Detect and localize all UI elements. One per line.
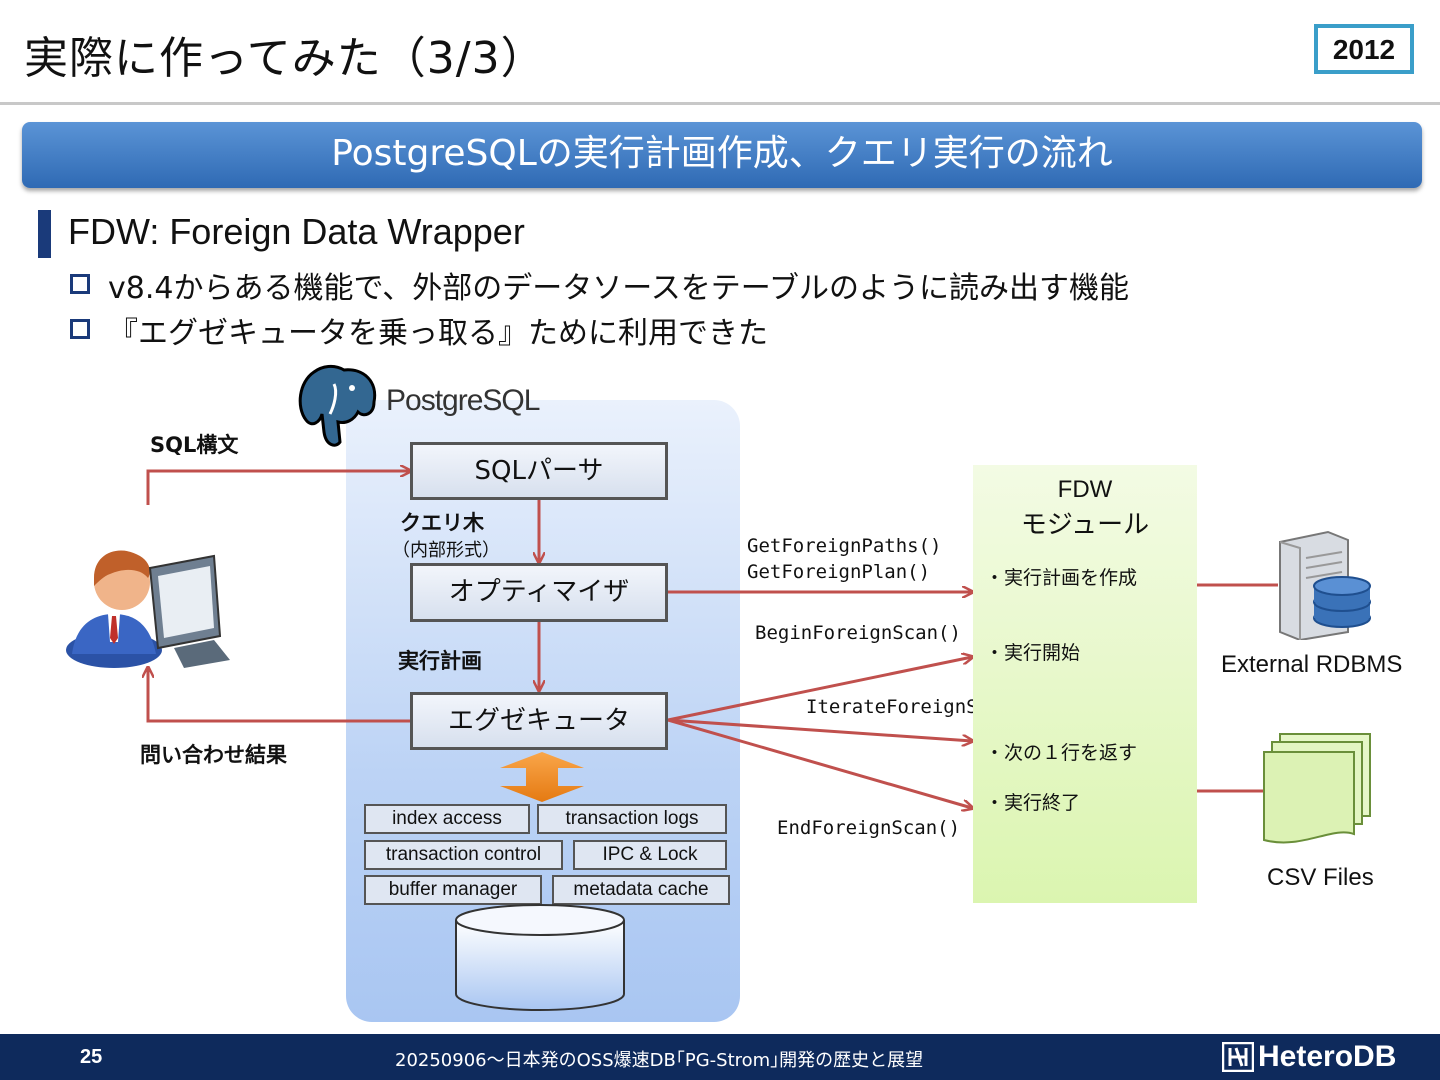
bullet-square-icon	[70, 319, 90, 339]
internal-module-box: transaction control	[364, 840, 563, 870]
external-rdbms-label: External RDBMS	[1221, 651, 1403, 678]
database-server-icon	[1279, 530, 1371, 640]
double-arrow-icon	[500, 752, 584, 802]
database-cylinder-icon	[455, 904, 625, 1011]
result-arrow	[148, 668, 410, 723]
sql-syntax-label: SQL構文	[150, 433, 239, 457]
fdw-subtitle: モジュール	[1020, 510, 1150, 540]
fdw-step: ・実行計画を作成	[985, 567, 1138, 589]
api-label: GetForeignPaths()	[747, 535, 942, 557]
executor-box: エグゼキュータ	[410, 692, 668, 750]
fdw-step: ・実行終了	[985, 792, 1081, 814]
query-tree-label: クエリ木	[400, 511, 484, 535]
api-label: GetForeignPlan()	[747, 561, 931, 583]
begin-scan-arrow	[667, 657, 972, 722]
api-label: EndForeignScan()	[777, 817, 961, 839]
slide-title: 実際に作ってみた（3/3）	[24, 33, 546, 84]
fdw-title: FDW	[1057, 476, 1113, 503]
heading-marker	[38, 210, 51, 258]
fdw-module-panel	[973, 465, 1197, 903]
fdw-step: ・実行開始	[985, 642, 1081, 664]
csv-files-icon	[1263, 733, 1371, 844]
iterate-scan-arrow	[667, 718, 972, 741]
internal-module-box: metadata cache	[552, 875, 730, 905]
bullet-item: v8.4からある機能で、外部のデータソースをテーブルのように読み出す機能	[108, 271, 1129, 306]
internal-module-box: buffer manager	[364, 875, 542, 905]
bullet-item: 『エグゼキュータを乗っ取る』ために利用できた	[108, 316, 768, 351]
api-label: BeginForeignScan()	[755, 622, 961, 644]
bullet-square-icon	[70, 274, 90, 294]
year-badge: 2012	[1314, 24, 1414, 74]
topic-banner: PostgreSQLの実行計画作成、クエリ実行の流れ	[22, 122, 1422, 188]
query-result-label: 問い合わせ結果	[140, 743, 287, 767]
footer-bar	[0, 1034, 1440, 1080]
header-divider	[0, 102, 1440, 105]
end-scan-arrow	[667, 718, 972, 808]
heterodb-logo-text: HeteroDB	[1258, 1040, 1397, 1073]
user-at-computer-icon	[66, 550, 230, 668]
internal-module-box: transaction logs	[537, 804, 727, 834]
page-number: 25	[80, 1046, 103, 1068]
section-heading: FDW: Foreign Data Wrapper	[68, 211, 525, 252]
footer-text: 20250906～日本発のOSS爆速DB｢PG-Strom｣開発の歴史と展望	[395, 1050, 924, 1071]
internal-module-box: index access	[364, 804, 530, 834]
heterodb-logo-icon	[1222, 1042, 1254, 1072]
fdw-step: ・次の１行を返す	[985, 742, 1138, 764]
sql-parser-box: SQLパーサ	[410, 442, 668, 500]
internal-module-box: IPC & Lock	[573, 840, 727, 870]
csv-files-label: CSV Files	[1267, 864, 1374, 891]
query-tree-sublabel: （内部形式）	[392, 540, 500, 561]
execution-plan-label: 実行計画	[398, 649, 482, 673]
sql-input-arrow	[146, 471, 410, 505]
postgresql-logo-text: PostgreSQL	[386, 384, 540, 417]
optimizer-box: オプティマイザ	[410, 563, 668, 622]
postgresql-elephant-icon	[298, 364, 377, 447]
